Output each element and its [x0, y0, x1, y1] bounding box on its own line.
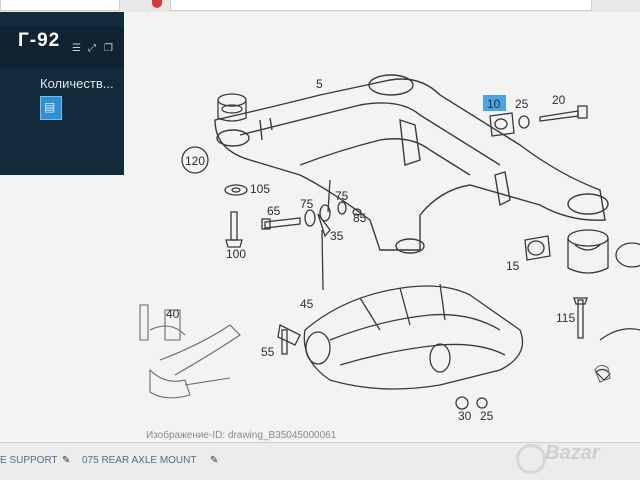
small-parts-75-85: [304, 179, 362, 291]
label-105: 105: [250, 182, 270, 196]
drawing-caption: Изображение-ID: drawing_B35045000061: [146, 430, 337, 441]
subframe-illustration: [214, 74, 609, 254]
label-15: 15: [506, 259, 520, 273]
label-10[interactable]: 10: [487, 97, 501, 111]
top-strip: [0, 0, 640, 12]
list-icon[interactable]: ☰: [72, 43, 81, 54]
label-85: 85: [353, 211, 367, 225]
label-35: 35: [330, 229, 344, 243]
browser-tab[interactable]: [0, 0, 120, 11]
label-30: 30: [458, 409, 472, 423]
watermark-logo-icon: [516, 444, 546, 474]
bushing-10: [489, 112, 515, 137]
edit-icon[interactable]: ✎: [62, 455, 71, 466]
bolt-20: [539, 105, 588, 122]
address-area[interactable]: [170, 0, 592, 11]
edit-icon-2[interactable]: ✎: [210, 455, 219, 466]
red-indicator: [152, 0, 162, 8]
panel-toolbar: [0, 26, 124, 68]
washer-105: [224, 184, 248, 196]
parts-30-25: [455, 396, 488, 410]
bushing-120: [217, 93, 247, 122]
highlight-10: [483, 95, 506, 111]
expand-icon[interactable]: ⤢: [88, 43, 96, 54]
parts-drawing: 5 10 25 20 120 105 65 75 75 85 35 100 15…: [139, 74, 640, 423]
label-55: 55: [261, 345, 275, 359]
label-5: 5: [316, 77, 323, 91]
label-120: 120: [185, 154, 205, 168]
label-100: 100: [226, 247, 246, 261]
link-rear-axle-mount[interactable]: 075 REAR AXLE MOUNT: [82, 455, 197, 466]
label-75b: 75: [335, 189, 349, 203]
label-40: 40: [166, 307, 180, 321]
driveshaft-sketch: [139, 304, 611, 399]
mount-right: [567, 229, 640, 274]
washer-25: [518, 115, 530, 129]
differential-illustration: [277, 283, 524, 390]
bushing-15: [524, 235, 551, 261]
quantity-label: Количеств...: [40, 76, 114, 91]
label-65: 65: [267, 204, 281, 218]
rubber-joint-right: [595, 328, 640, 381]
part-code: Г-92: [18, 30, 61, 51]
bolt-65: [261, 217, 301, 230]
label-25-bottom: 25: [480, 409, 494, 423]
left-panel: Г-92 ☰ ⤢ ❐ Количеств... ▤: [0, 12, 124, 175]
quantity-button[interactable]: ▤: [40, 96, 62, 120]
label-45: 45: [300, 297, 314, 311]
link-support[interactable]: E SUPPORT: [0, 455, 58, 466]
label-115: 115: [556, 311, 575, 325]
label-25-top: 25: [515, 97, 529, 111]
quantity-button-icon: ▤: [44, 100, 56, 114]
copy-icon[interactable]: ❐: [104, 43, 113, 54]
bolt-115: [573, 297, 588, 339]
bolt-100: [225, 211, 243, 248]
label-75a: 75: [300, 197, 314, 211]
watermark-text: Bazar: [545, 442, 600, 464]
label-20: 20: [552, 93, 566, 107]
bolt-55: [281, 329, 288, 355]
